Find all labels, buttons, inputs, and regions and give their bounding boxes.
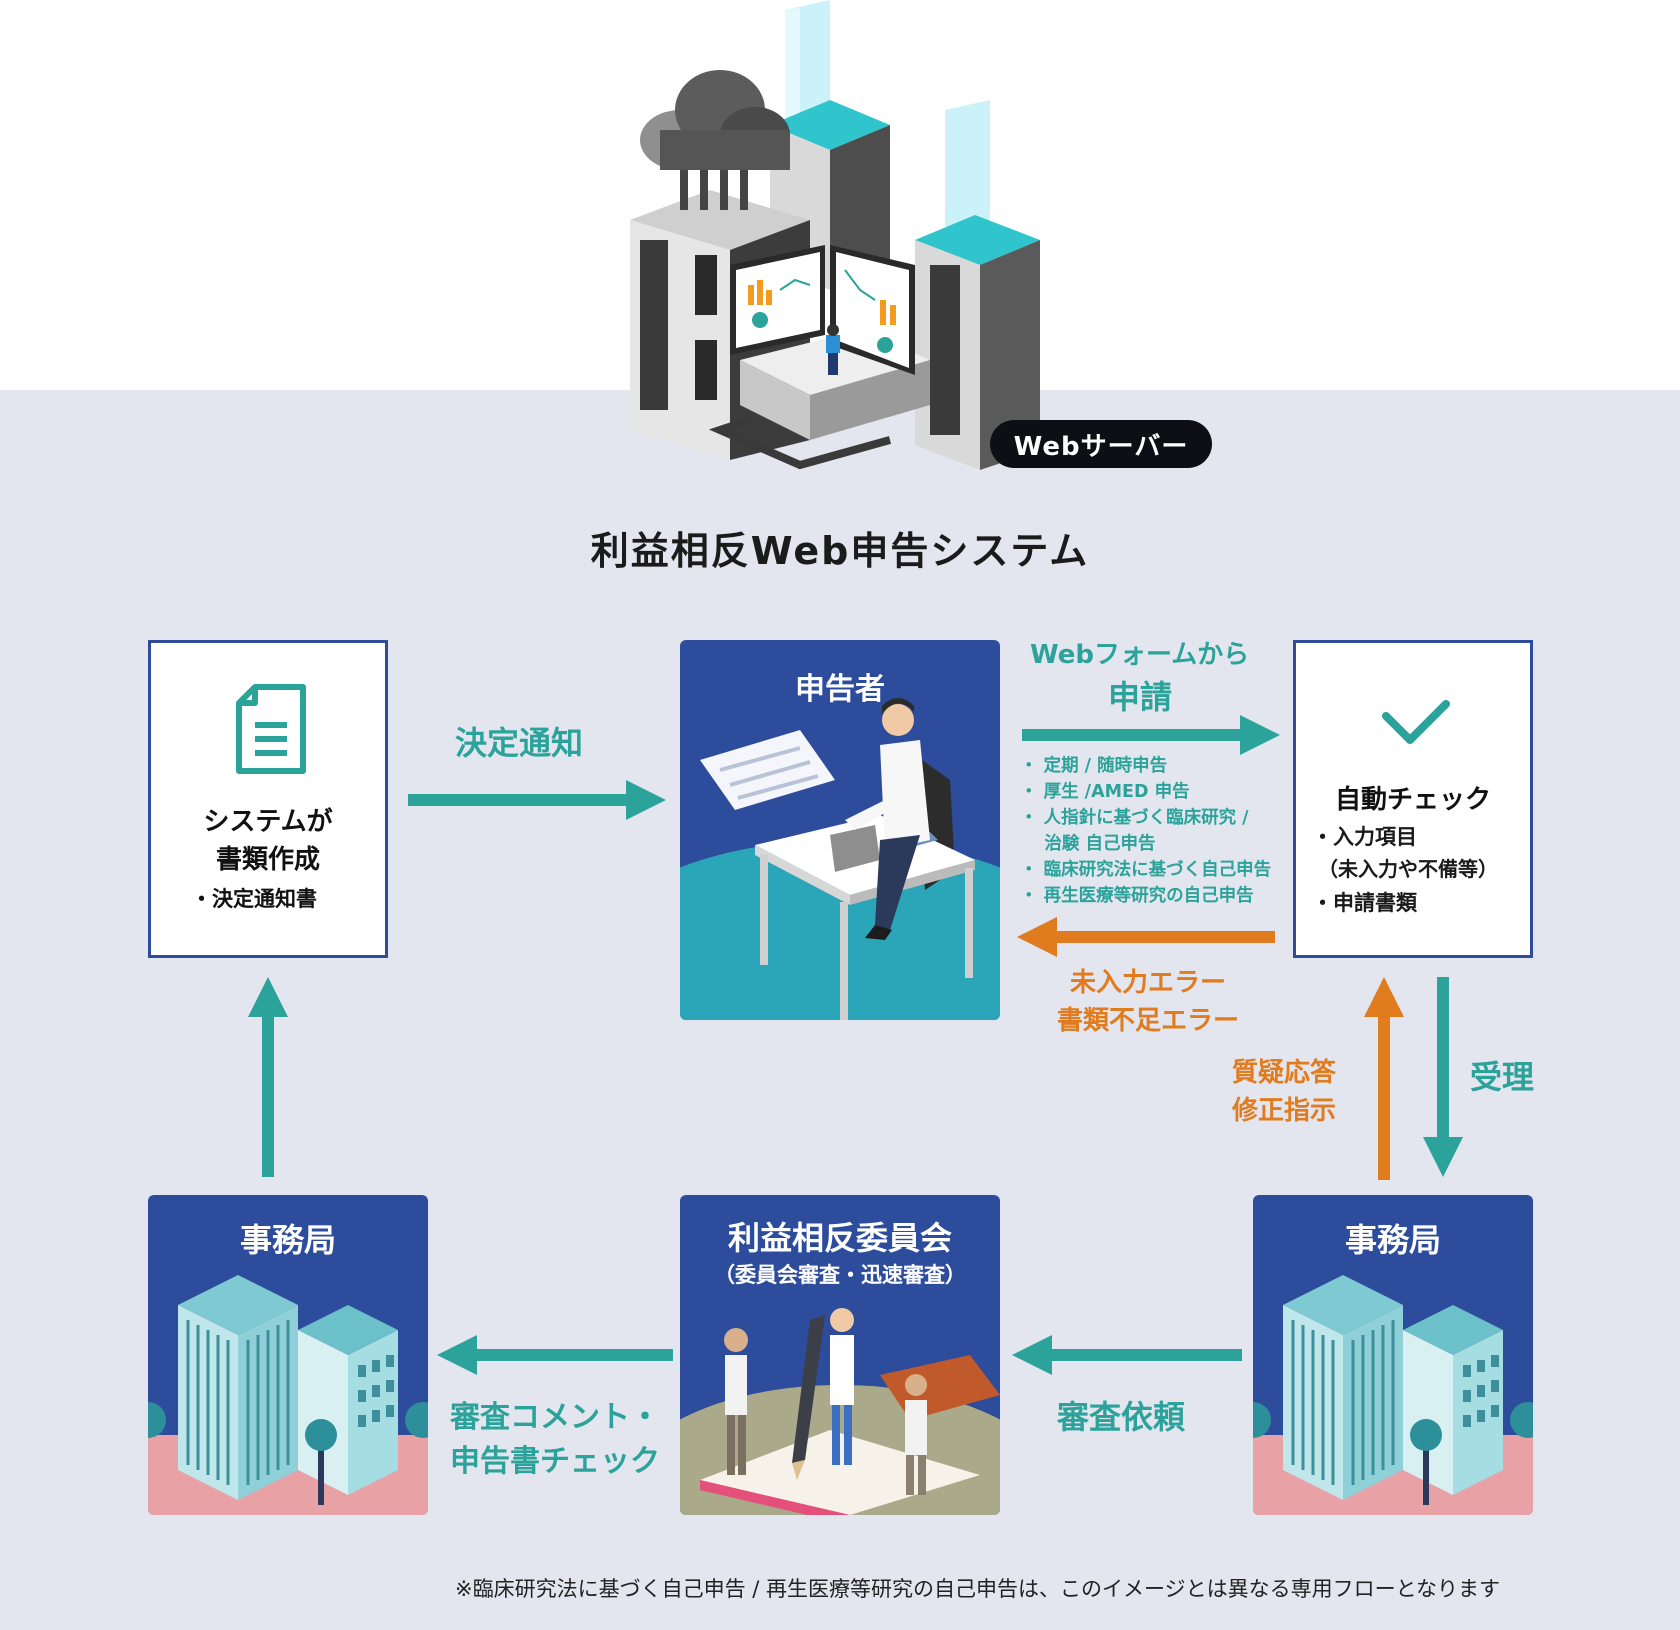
auto-check-title: 自動チェック — [1334, 785, 1491, 815]
office-left-title: 事務局 — [239, 1221, 336, 1259]
query-label-line2: 修正指示 — [1232, 1096, 1337, 1126]
committee-review-illustration — [680, 1308, 1000, 1515]
error-label-line1: 未入力エラー — [1070, 968, 1227, 998]
declarant-title: 申告者 — [795, 672, 885, 707]
office-to-system-arrow — [248, 977, 288, 1177]
declaration-type-item: 治験 自己申告 — [1020, 834, 1156, 854]
review-comment-label-line1: 審査コメント・ — [450, 1400, 660, 1435]
office-buildings-illustration — [148, 1275, 428, 1515]
web-form-label-line1: Webフォームから — [1030, 640, 1250, 670]
committee-subtitle: （委員会審査・迅速審査） — [714, 1263, 966, 1287]
committee-box: 利益相反委員会 （委員会審査・迅速審査） — [680, 1195, 1000, 1515]
doctor-at-desk-illustration — [680, 698, 1000, 1020]
decision-notice-label: 決定通知 — [455, 724, 584, 762]
system-bullet: ・決定通知書 — [191, 887, 317, 911]
declaration-type-item: ・ 人指針に基づく臨床研究 / — [1020, 808, 1249, 828]
office-left-box: 事務局 — [148, 1195, 428, 1515]
committee-title: 利益相反委員会 — [727, 1219, 952, 1257]
decision-notice-arrow — [408, 780, 666, 820]
query-correction-arrow — [1364, 977, 1404, 1180]
document-icon — [236, 684, 306, 774]
auto-check-bullet-1: ・入力項目 — [1312, 825, 1417, 849]
footnote: ※臨床研究法に基づく自己申告 / 再生医療等研究の自己申告は、このイメージとは異… — [455, 1577, 1500, 1601]
office-right-title: 事務局 — [1344, 1221, 1441, 1259]
declarant-box: 申告者 — [680, 640, 1000, 1020]
office-buildings-illustration — [1253, 1275, 1533, 1515]
declaration-type-item: ・ 臨床研究法に基づく自己申告 — [1020, 860, 1272, 880]
web-form-arrow — [1022, 715, 1280, 755]
declaration-type-item: ・ 再生医療等研究の自己申告 — [1020, 886, 1254, 906]
accept-label: 受理 — [1470, 1058, 1535, 1096]
system-title-line2: 書類作成 — [215, 845, 320, 875]
system-document-box: システムが 書類作成 ・決定通知書 — [148, 640, 388, 958]
declaration-type-item: ・ 厚生 /AMED 申告 — [1020, 782, 1190, 802]
checkmark-icon — [1382, 700, 1450, 744]
accept-arrow — [1423, 977, 1463, 1177]
declaration-type-item: ・ 定期 / 随時申告 — [1020, 756, 1168, 776]
review-comment-label-line2: 申告書チェック — [450, 1444, 660, 1479]
auto-check-bullet-1-sub: （未入力や不備等） — [1318, 857, 1498, 881]
office-right-box: 事務局 — [1253, 1195, 1533, 1515]
query-label-line1: 質疑応答 — [1232, 1058, 1337, 1088]
web-form-label-line2: 申請 — [1108, 678, 1173, 716]
system-title-line1: システムが — [203, 807, 333, 837]
declaration-types-list: ・ 定期 / 随時申告 ・ 厚生 /AMED 申告 ・ 人指針に基づく臨床研究 … — [1020, 753, 1271, 909]
review-request-label: 審査依頼 — [1057, 1398, 1186, 1436]
review-comment-arrow — [437, 1335, 673, 1375]
web-server-illustration — [630, 0, 1040, 470]
review-request-arrow — [1012, 1335, 1242, 1375]
auto-check-box: 自動チェック ・入力項目 （未入力や不備等） ・申請書類 — [1293, 640, 1533, 958]
auto-check-bullet-2: ・申請書類 — [1312, 891, 1417, 915]
error-return-arrow — [1017, 917, 1275, 957]
diagram-title: 利益相反Web申告システム — [590, 529, 1090, 573]
error-label-line2: 書類不足エラー — [1057, 1006, 1240, 1036]
web-server-badge: Webサーバー — [990, 420, 1212, 468]
